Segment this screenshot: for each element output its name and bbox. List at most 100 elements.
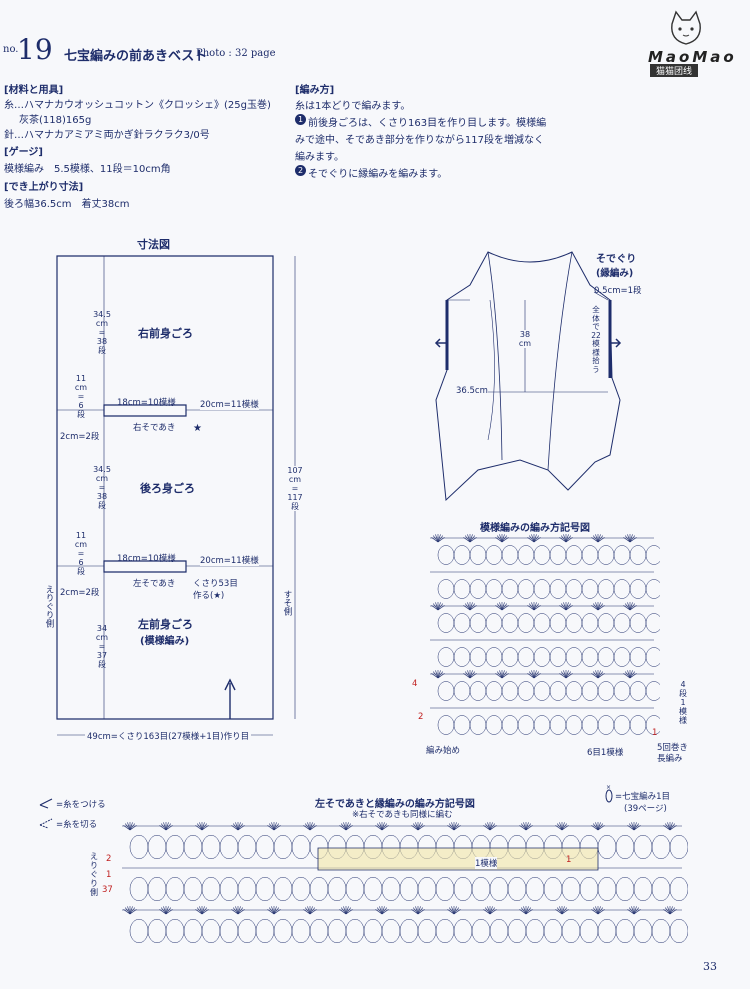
shippo-loop <box>238 919 256 943</box>
fan-stitch <box>470 537 477 542</box>
fan-stitch <box>339 825 346 830</box>
fan-stitch <box>411 825 418 830</box>
fan-stitch <box>497 672 502 678</box>
shippo-loop <box>598 647 614 666</box>
chart2-row2: 2 <box>106 854 112 864</box>
fan-stitch <box>418 822 421 830</box>
shippo-loop <box>148 835 166 859</box>
left-front-label: 左前身ごろ <box>138 618 193 631</box>
fan-stitch <box>595 822 598 830</box>
bottom-dimension: 49cm=くさり163目(27模様+1目)作り目 <box>85 730 252 742</box>
fan-stitch <box>495 673 502 678</box>
fan-stitch <box>629 908 634 914</box>
fan-stitch <box>435 534 438 542</box>
fan-stitch <box>523 822 526 830</box>
shippo-loop <box>630 613 646 632</box>
fan-stitch <box>382 906 385 914</box>
fan-stitch <box>465 536 470 542</box>
legend-attach: =糸をつける <box>56 800 106 810</box>
shippo-loop <box>614 545 630 564</box>
fan-stitch <box>534 534 537 542</box>
fan-stitch <box>454 825 461 830</box>
fan-stitch <box>415 822 418 830</box>
fan-stitch <box>625 536 630 542</box>
fan-stitch <box>418 825 425 830</box>
fan-stitch <box>438 673 445 678</box>
shippo-loop <box>472 877 490 901</box>
shippo-loop <box>526 877 544 901</box>
shippo-loop <box>438 545 454 564</box>
fan-stitch <box>463 673 470 678</box>
method-step1a: 前後身ごろは、くさり163目を作り目します。模様編 <box>308 118 547 129</box>
fan-stitch <box>454 909 461 914</box>
fan-stitch <box>630 537 637 542</box>
shippo-loop <box>670 835 688 859</box>
fan-stitch <box>630 673 637 678</box>
fan-stitch <box>630 604 635 610</box>
fan-stitch <box>562 822 565 830</box>
size-text: 後ろ幅36.5cm 着丈38cm <box>4 199 130 210</box>
shippo-loop <box>634 877 652 901</box>
neck-edge-label: えりぐり側 <box>44 585 54 628</box>
method-heading: [編み方] <box>295 85 335 96</box>
yarn-color-line: 灰茶(118)165g <box>19 115 92 126</box>
shippo-loop <box>550 681 566 700</box>
method-step2: そでぐりに縁編みを編みます。 <box>308 169 448 180</box>
fan-stitch <box>274 908 279 914</box>
shippo-loop <box>454 919 472 943</box>
fan-stitch <box>531 534 534 542</box>
fan-stitch <box>559 605 566 610</box>
fan-stitch <box>274 909 281 914</box>
shippo-loop <box>470 647 486 666</box>
shippo-loop <box>582 715 598 734</box>
fan-stitch <box>630 670 633 678</box>
fan-stitch <box>598 673 605 678</box>
fan-stitch <box>562 825 569 830</box>
fan-stitch <box>534 672 539 678</box>
fan-stitch <box>346 906 349 914</box>
shippo-loop <box>616 877 634 901</box>
fan-stitch <box>303 909 310 914</box>
fan-stitch <box>598 909 605 914</box>
fan-stitch <box>527 673 534 678</box>
fan-stitch <box>463 537 470 542</box>
shippo-loop <box>454 681 470 700</box>
fan-stitch <box>470 602 473 610</box>
fan-stitch <box>502 536 507 542</box>
shippo-loop <box>184 877 202 901</box>
fan-stitch <box>238 908 243 914</box>
shippo-loop <box>400 919 418 943</box>
fan-stitch <box>125 908 130 914</box>
shippo-loop <box>256 835 274 859</box>
left-armhole-label: 左そであき <box>133 579 176 589</box>
shippo-loop <box>518 681 534 700</box>
pattern-label: (模様編み) <box>140 636 190 647</box>
right-front-label: 右前身ごろ <box>138 327 193 340</box>
fan-stitch <box>166 908 171 914</box>
shippo-loop <box>454 613 470 632</box>
fan-stitch <box>485 908 490 914</box>
fan-stitch <box>379 906 382 914</box>
shippo-loop <box>438 647 454 666</box>
fan-stitch <box>310 908 315 914</box>
right-armhole-label: 右そであき <box>133 423 176 433</box>
fan-stitch <box>598 670 601 678</box>
fan-stitch <box>202 824 207 830</box>
fan-stitch <box>483 909 490 914</box>
shippo-loop <box>470 681 486 700</box>
fan-stitch <box>557 824 562 830</box>
fan-stitch <box>166 824 171 830</box>
shippo-loop <box>486 647 502 666</box>
step1-marker: 1 <box>295 114 306 125</box>
fan-stitch <box>562 909 569 914</box>
fan-stitch <box>670 906 673 914</box>
fan-stitch <box>346 909 353 914</box>
fan-stitch <box>598 825 605 830</box>
fan-stitch <box>447 909 454 914</box>
fan-stitch <box>595 670 598 678</box>
shippo-loop <box>614 579 630 598</box>
fan-stitch <box>502 605 509 610</box>
